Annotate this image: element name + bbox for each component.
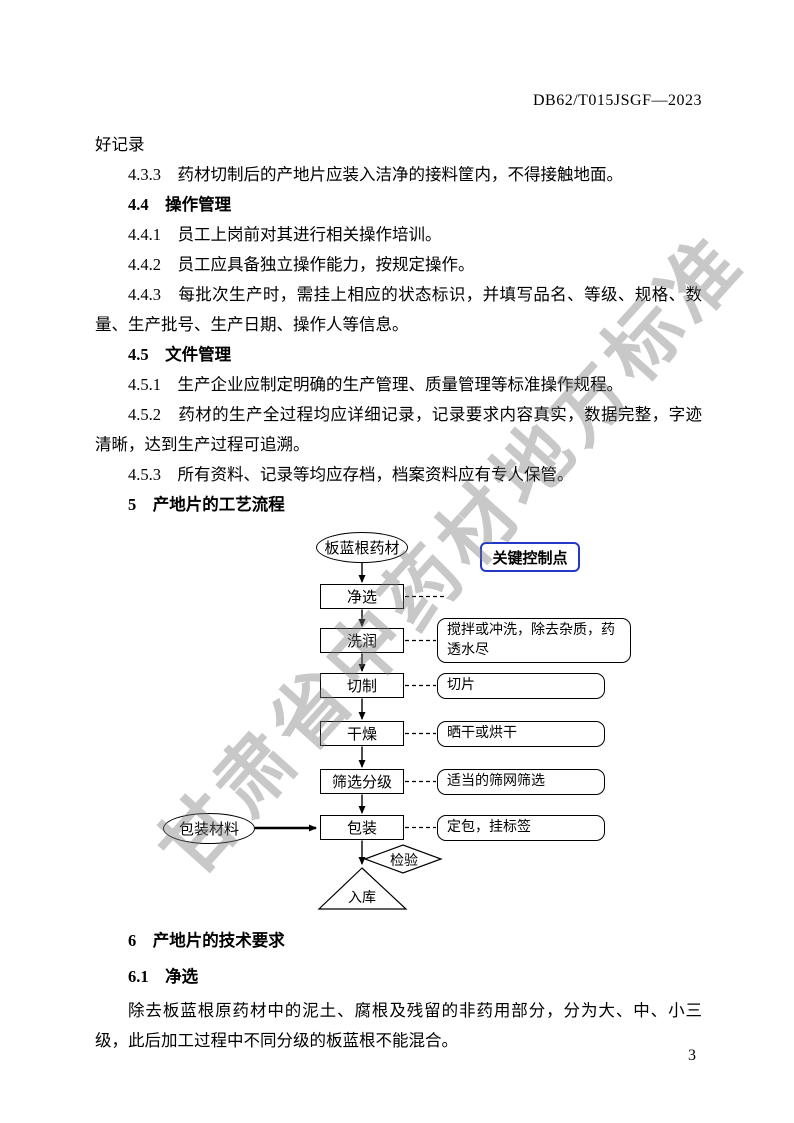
heading-4-5: 4.5 文件管理 (128, 345, 232, 364)
flow-step-sieving: 筛选分级 (320, 769, 404, 794)
decision-diamond-shape (363, 844, 443, 874)
heading-5: 5 产地片的工艺流程 (128, 495, 285, 514)
clause-4-5-1: 4.5.1 生产企业应制定明确的生产管理、质量管理等标准操作规程。 (128, 375, 623, 394)
clause-4-3-3: 4.3.3 药材切制后的产地片应装入洁净的接料筐内，不得接触地面。 (128, 165, 623, 184)
clause-4-5-2: 4.5.2 药材的生产全过程均应详细记录，记录要求内容真实，数据完整，字迹清晰，… (95, 405, 702, 454)
heading-6-1: 6.1 净选 (128, 967, 199, 986)
note-sieving: 适当的筛网筛选 (437, 769, 605, 795)
heading-6: 6 产地片的技术要求 (128, 931, 285, 950)
clause-4-4-2: 4.4.2 员工应具备独立操作能力，按规定操作。 (128, 255, 475, 274)
process-flowchart: 关键控制点 板蓝根药材 净选 洗润 切制 干燥 筛选分级 包装 搅拌或冲洗，除去… (95, 528, 702, 920)
flow-step-packing: 包装 (320, 815, 404, 840)
paragraph-continuation: 好记录 (95, 135, 145, 154)
flow-step-cleaning: 净选 (320, 584, 404, 609)
flow-step-drying: 干燥 (320, 721, 404, 746)
page-content: DB62/T015JSGF—2023 好记录 4.3.3 药材切制后的产地片应装… (95, 92, 702, 1056)
decision-label: 检验 (390, 854, 418, 869)
flow-start-node: 板蓝根药材 (316, 532, 408, 563)
note-washing: 搅拌或冲洗，除去杂质，药透水尽 (437, 618, 631, 663)
clause-4-5-3: 4.5.3 所有资料、记录等均应存档，档案资料应有专人保管。 (128, 465, 574, 484)
flow-step-cutting: 切制 (320, 673, 404, 698)
doc-code: DB62/T015JSGF—2023 (532, 92, 702, 109)
clause-4-4-3: 4.4.3 每批次生产时，需挂上相应的状态标识，并填写品名、等级、规格、数量、生… (95, 285, 702, 334)
flow-input-packaging-material: 包装材料 (163, 813, 255, 844)
warehouse-label: 入库 (348, 891, 376, 906)
heading-4-4: 4.4 操作管理 (128, 195, 232, 214)
page-number: 3 (688, 1047, 696, 1064)
clause-6-1-text: 除去板蓝根原药材中的泥土、腐根及残留的非药用部分，分为大、中、小三级，此后加工过… (95, 1001, 702, 1050)
note-packing: 定包，挂标签 (437, 815, 605, 841)
warehouse-triangle-shape (317, 867, 408, 910)
note-drying: 晒干或烘干 (437, 721, 605, 747)
note-cutting: 切片 (437, 673, 605, 699)
flowchart-connectors (255, 563, 447, 910)
legend-key-control-point: 关键控制点 (480, 542, 580, 572)
clause-4-4-1: 4.4.1 员工上岗前对其进行相关操作培训。 (128, 225, 442, 244)
flow-step-washing: 洗润 (320, 628, 404, 653)
